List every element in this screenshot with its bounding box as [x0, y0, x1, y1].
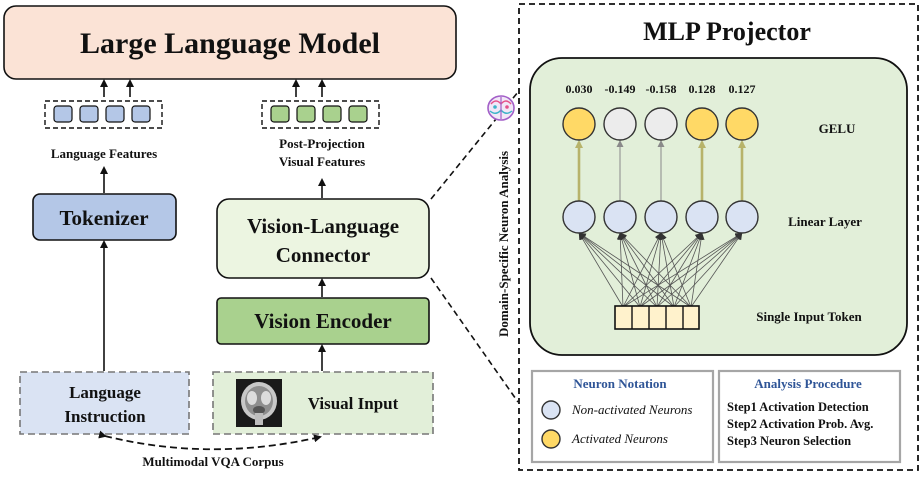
input-edge	[658, 232, 675, 308]
domain-neuron-analysis-label: Domain-Specific Neuron Analysis	[496, 151, 511, 337]
corpus-label: Multimodal VQA Corpus	[142, 454, 283, 469]
activation-value: 0.030	[566, 82, 593, 96]
activation-arrows	[575, 140, 746, 201]
input-token	[614, 305, 700, 330]
input-edge	[660, 232, 692, 308]
corpus-arrow	[98, 430, 322, 451]
input-edge	[656, 232, 703, 308]
input-edge	[622, 232, 743, 308]
input-edge	[616, 232, 624, 308]
brain-scan-image	[236, 379, 282, 427]
input-edge	[690, 232, 705, 308]
input-edge	[618, 232, 641, 308]
input-edge	[639, 232, 703, 308]
non-activated-neuron	[603, 107, 637, 141]
language-features-label: Language Features	[51, 146, 157, 161]
input-edge	[622, 232, 703, 308]
connector-label-1: Vision-Language	[247, 214, 399, 238]
input-edge	[656, 232, 665, 308]
language-instruction-box	[19, 371, 190, 435]
llm-box	[3, 5, 457, 80]
input-edge	[673, 232, 704, 308]
zoom-line-bottom	[430, 277, 519, 403]
visual-input-label: Visual Input	[308, 394, 399, 413]
activation-value: 0.128	[689, 82, 716, 96]
tokenizer-label: Tokenizer	[59, 206, 148, 230]
visual-feature-tokens	[261, 100, 380, 129]
input-edge	[639, 232, 663, 308]
linear-neuron	[603, 200, 637, 234]
activated-swatch	[541, 429, 561, 449]
input-edge	[656, 232, 743, 308]
post-projection-label-1: Post-Projection	[279, 136, 365, 151]
linear-neuron	[725, 200, 759, 234]
input-edge	[619, 232, 692, 308]
language-instruction-label-1: Language	[69, 383, 141, 402]
language-instruction-label-2: Instruction	[64, 407, 146, 426]
input-edge	[578, 232, 624, 308]
input-edge	[690, 232, 743, 308]
linear-neuron	[685, 200, 719, 234]
analysis-procedure-title: Analysis Procedure	[754, 376, 862, 391]
input-edge	[619, 232, 658, 308]
procedure-step-3: Step3 Neuron Selection	[727, 434, 851, 448]
connector-label-2: Connector	[276, 243, 370, 267]
input-edge	[578, 232, 658, 308]
input-edge	[578, 232, 641, 308]
activation-value: 0.127	[729, 82, 756, 96]
non-activated-label: Non-activated Neurons	[571, 402, 692, 417]
vision-encoder-label: Vision Encoder	[254, 309, 391, 333]
linear-neuron	[562, 200, 596, 234]
non-activated-swatch	[541, 400, 561, 420]
activated-neuron	[562, 107, 596, 141]
linear-neuron	[644, 200, 678, 234]
analysis-procedure-box	[717, 369, 902, 464]
input-edge	[622, 232, 662, 308]
activated-neuron	[685, 107, 719, 141]
gelu-nodes	[562, 107, 759, 141]
input-edge	[619, 232, 675, 308]
llm-title: Large Language Model	[80, 27, 380, 60]
linear-layer-label: Linear Layer	[788, 214, 862, 229]
input-edge	[673, 232, 743, 308]
procedure-step-1: Step1 Activation Detection	[727, 400, 869, 414]
language-feature-tokens	[44, 100, 163, 129]
activated-neuron	[725, 107, 759, 141]
single-input-token-label: Single Input Token	[756, 309, 862, 324]
gelu-label: GELU	[819, 121, 856, 136]
neuron-notation-box	[530, 369, 715, 464]
activation-value: -0.149	[605, 82, 636, 96]
activation-value: -0.158	[646, 82, 677, 96]
mlp-graph: 0.030 -0.149 -0.158 0.128 0.127	[562, 82, 759, 308]
mlp-title: MLP Projector	[643, 17, 811, 46]
input-edge	[639, 232, 743, 308]
non-activated-neuron	[644, 107, 678, 141]
post-projection-label-2: Visual Features	[279, 154, 365, 169]
input-edge	[578, 232, 675, 308]
neuron-notation-title: Neuron Notation	[573, 376, 667, 391]
brain-icon	[487, 95, 515, 121]
linear-layer-nodes	[562, 200, 759, 234]
activated-label: Activated Neurons	[571, 431, 668, 446]
activation-values: 0.030 -0.149 -0.158 0.128 0.127	[566, 82, 756, 96]
procedure-step-2: Step2 Activation Prob. Avg.	[727, 417, 873, 431]
input-edge	[578, 232, 692, 308]
input-edges	[578, 232, 743, 308]
